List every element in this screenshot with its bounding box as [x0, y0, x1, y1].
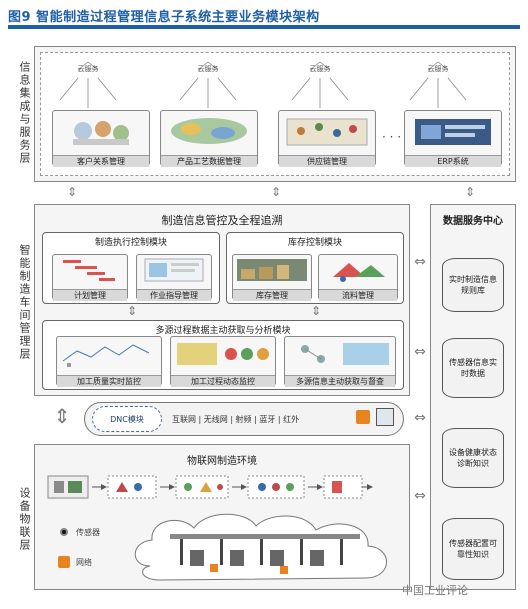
inv-item-label: 流料管理	[319, 289, 397, 301]
layer-label-workshop: 智能制造车间管理层	[18, 243, 31, 361]
watermark: 中国工业评论	[402, 584, 468, 597]
connector-arrow-dc-2: ⇔	[414, 344, 426, 360]
layer-label-device: 设备物联层	[18, 486, 31, 552]
connector-arrow-net: ⇕	[53, 404, 71, 428]
iot-title: 物联网制造环境	[187, 456, 257, 467]
dnc-module: DNC模块	[92, 406, 162, 432]
data-center-title: 数据服务中心	[443, 216, 503, 227]
crm-illustration	[73, 121, 129, 145]
guide-illustration	[144, 258, 204, 282]
network-types: 互联网 | 无线网 | 射频 | 蓝牙 | 红外	[172, 415, 300, 424]
gantt-illustration	[63, 260, 115, 281]
db-sensor-realtime: 传感器信息实时数据	[442, 338, 504, 398]
process-chain	[44, 470, 404, 504]
workshop-title: 制造信息管控及全程追溯	[161, 214, 283, 227]
figure-title: 图9 智能制造过程管理信息子系统主要业务模块架构	[8, 10, 320, 25]
info-module-label: 供应链管理	[279, 155, 375, 167]
sensor-label: 传感器	[76, 528, 100, 537]
network-label: 网络	[76, 558, 92, 567]
multi-item-label: 加工质量实时监控	[57, 375, 161, 387]
exec-item-guide: 作业指导管理	[136, 254, 212, 301]
sensor-icon	[60, 528, 68, 536]
connector-arrow-dc-4: ⇔	[414, 488, 426, 504]
db-health-diagnosis: 设备健康状态诊断知识	[442, 428, 504, 488]
cloud-service-label-1: 云服务	[77, 65, 99, 73]
multi-item-process: 加工过程动态监控	[170, 336, 276, 387]
inventory-module-title: 库存控制模块	[287, 238, 342, 248]
info-module-crm: 客户关系管理	[52, 110, 150, 167]
erp-illustration	[415, 119, 491, 145]
rss-network-icon	[356, 410, 370, 424]
db-sensor-reliability: 传感器配置可靠性知识	[442, 518, 504, 580]
title-underline	[8, 25, 520, 29]
pdm-illustration	[171, 118, 247, 144]
device-icon	[376, 408, 394, 426]
info-module-pdm: 产品工艺数据管理	[160, 110, 258, 167]
factory-cloud	[134, 513, 387, 581]
process-chain-illustration	[47, 475, 373, 499]
connector-arrow-dc-3: ⇔	[414, 410, 426, 426]
info-module-erp: ERP系统	[404, 110, 502, 167]
exec-item-label: 作业指导管理	[137, 289, 211, 301]
layer-label-info: 信息集成与服务层	[18, 61, 31, 165]
connector-arrow-info-1: ⇕	[66, 185, 78, 199]
info-module-scm: 供应链管理	[278, 110, 376, 167]
network-icon	[58, 556, 70, 568]
exec-module-title: 制造执行控制模块	[94, 238, 167, 248]
multi-source-title: 多源过程数据主动获取与分析模块	[155, 326, 291, 336]
cloud-service-label-4: 云服务	[427, 65, 449, 73]
connector-arrow-info-3: ⇕	[464, 185, 476, 199]
connector-arrow-exec: ⇕	[126, 304, 138, 318]
multi-item-quality: 加工质量实时监控	[56, 336, 162, 387]
scm-illustration	[286, 118, 368, 146]
connector-arrow-info-2: ⇕	[270, 185, 282, 199]
info-module-label: ERP系统	[405, 155, 501, 167]
exec-item-label: 计划管理	[53, 289, 127, 301]
connector-arrow-dc-1: ⇔	[414, 254, 426, 270]
process-illustration	[177, 343, 269, 365]
multi-item-label: 多源信息主动获取与督查	[285, 375, 395, 387]
flow-illustration	[333, 263, 385, 282]
inv-item-stock: 库存管理	[232, 254, 312, 301]
inv-item-label: 库存管理	[233, 289, 311, 301]
info-module-label: 产品工艺数据管理	[161, 155, 257, 167]
exec-item-plan: 计划管理	[52, 254, 128, 301]
cloud-service-label-3: 云服务	[309, 65, 331, 73]
cloud-links	[59, 61, 467, 108]
info-module-label: 客户关系管理	[53, 155, 149, 167]
multi-item-acquire: 多源信息主动获取与督查	[284, 336, 396, 387]
stock-illustration	[237, 259, 307, 281]
acquire-illustration	[301, 343, 389, 365]
cloud-service-label-2: 云服务	[197, 65, 219, 73]
quality-chart-illustration	[62, 344, 150, 367]
multi-item-label: 加工过程动态监控	[171, 375, 275, 387]
db-realtime-rules: 实时制造信息规则库	[442, 258, 504, 312]
connector-arrow-inv: ⇕	[310, 304, 322, 318]
inv-item-flow: 流料管理	[318, 254, 398, 301]
